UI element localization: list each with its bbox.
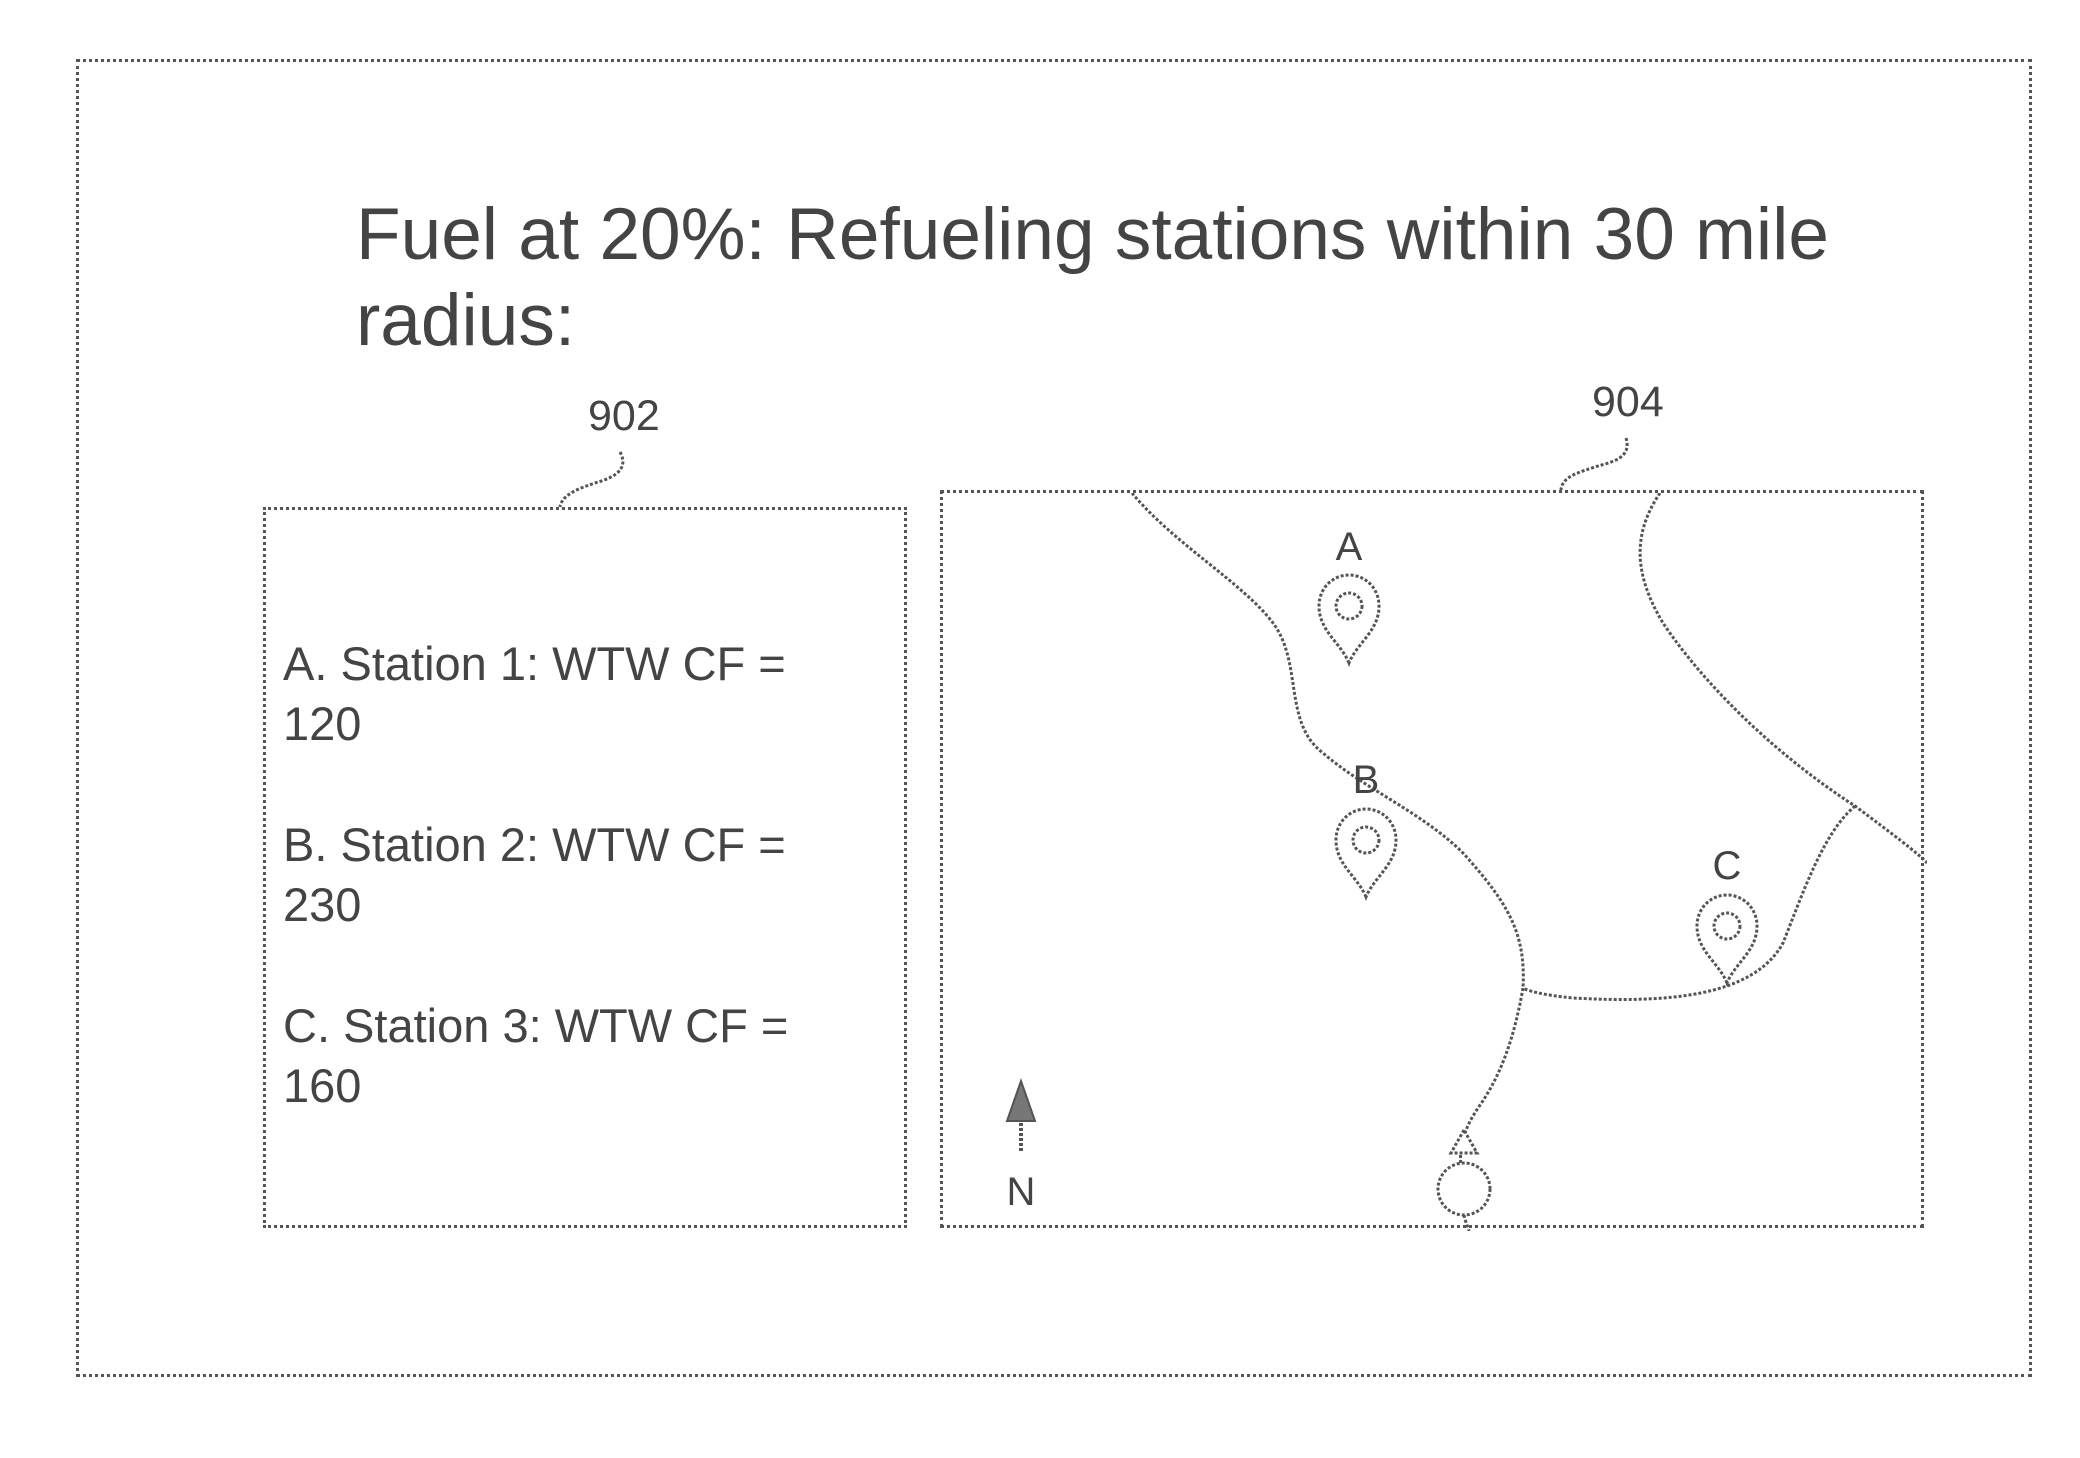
station-c-marker[interactable]: C xyxy=(1695,844,1759,988)
vehicle-circle-icon xyxy=(1436,1161,1492,1217)
station-1-value: 120 xyxy=(283,697,362,750)
station-b-letter: B xyxy=(1353,758,1380,802)
station-2-label: B. Station 2: WTW CF = xyxy=(283,818,786,871)
heading-triangle-icon xyxy=(1448,1126,1480,1155)
pin-hole-icon xyxy=(1712,911,1742,941)
station-a-marker[interactable]: A xyxy=(1317,525,1381,668)
reference-numeral-902: 902 xyxy=(588,392,660,440)
north-arrow-icon xyxy=(1005,1077,1037,1122)
fuel-alert-title: Fuel at 20%: Refueling stations within 3… xyxy=(356,194,1829,361)
road-east xyxy=(1522,804,1856,1001)
station-c-letter: C xyxy=(1713,844,1742,888)
map-panel[interactable]: A B C N xyxy=(940,490,1927,1231)
station-1-label: A. Station 1: WTW CF = xyxy=(283,637,786,690)
road-north-east xyxy=(1638,493,1927,865)
road-west xyxy=(1130,493,1525,989)
pin-hole-icon xyxy=(1334,591,1364,621)
station-item-1[interactable]: A. Station 1: WTW CF = 120 xyxy=(283,634,883,754)
north-compass: N xyxy=(1005,1077,1037,1214)
display-frame xyxy=(76,59,2032,1377)
station-item-3[interactable]: C. Station 3: WTW CF = 160 xyxy=(283,996,883,1116)
station-2-value: 230 xyxy=(283,878,362,931)
station-a-letter: A xyxy=(1336,525,1363,569)
station-3-value: 160 xyxy=(283,1059,362,1112)
map-canvas: A B C N xyxy=(1005,493,1927,1231)
station-list-panel: A. Station 1: WTW CF = 120 B. Station 2:… xyxy=(263,507,907,1228)
vehicle-position-marker xyxy=(1436,1126,1492,1217)
station-item-2[interactable]: B. Station 2: WTW CF = 230 xyxy=(283,815,883,935)
station-3-label: C. Station 3: WTW CF = xyxy=(283,999,789,1052)
reference-numeral-904: 904 xyxy=(1592,378,1664,426)
road-south xyxy=(1459,987,1525,1184)
north-label: N xyxy=(1007,1170,1036,1214)
road-south-exit xyxy=(1462,1214,1471,1231)
pin-hole-icon xyxy=(1351,825,1381,855)
station-b-marker[interactable]: B xyxy=(1334,758,1398,902)
